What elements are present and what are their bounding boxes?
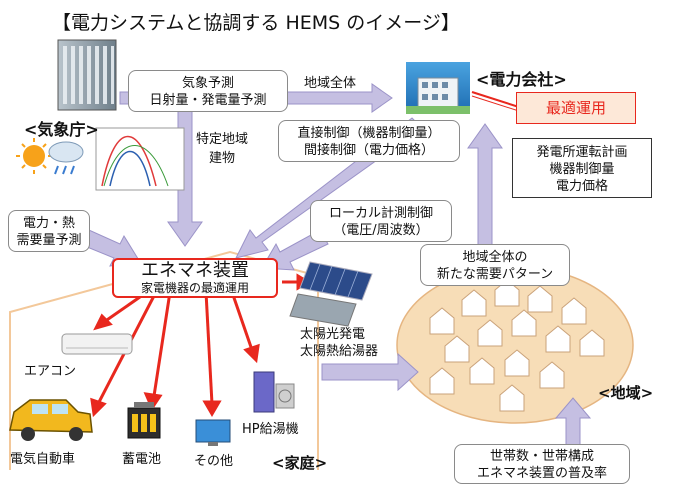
regional-pattern-box: 地域全体の 新たな需要パターン xyxy=(420,244,570,286)
hp-heater-icon xyxy=(253,371,295,413)
weather-icons xyxy=(16,138,84,175)
battery-label: 蓄電池 xyxy=(122,452,162,467)
whole-region-label: 地域全体 xyxy=(304,76,357,91)
region-houses xyxy=(429,279,605,412)
home-label: <家庭> xyxy=(272,454,328,472)
optimal-operation-box: 最適運用 xyxy=(516,92,636,124)
ev-label: 電気自動車 xyxy=(10,452,76,467)
monitor-icon xyxy=(195,419,231,446)
direct-control-box: 直接制御（機器制御量） 間接制御（電力価格） xyxy=(278,120,460,162)
utility-link-line xyxy=(471,91,523,109)
utility-label: <電力会社> xyxy=(476,70,567,89)
page-title: 【電力システムと協調する HEMS のイメージ】 xyxy=(52,12,460,34)
solar-forecast-chart xyxy=(95,127,185,191)
arrow-weather-to-ems xyxy=(167,109,203,247)
solar-label: 太陽光発電 太陽熱給湯器 xyxy=(300,327,379,359)
aircon-label: エアコン xyxy=(24,364,77,379)
utility-building-icon xyxy=(406,62,470,114)
ems-title: エネマネ装置 xyxy=(141,260,249,281)
jma-label: <気象庁> xyxy=(24,120,99,139)
arrow-local-to-ems xyxy=(261,229,329,271)
ems-subtitle: 家電機器の最適運用 xyxy=(140,281,249,295)
home-outline xyxy=(9,250,319,470)
region-label: <地域> xyxy=(598,384,654,402)
arrow-home-to-region xyxy=(321,352,419,392)
plant-plan-box: 発電所運転計画 機器制御量 電力価格 xyxy=(512,138,652,198)
battery-icon xyxy=(127,402,161,439)
solar-panel-icon xyxy=(289,261,373,327)
jma-building-icon xyxy=(57,39,117,111)
aircon-icon xyxy=(61,333,133,355)
demand-forecast-box: 電力・熱 需要量予測 xyxy=(8,210,90,252)
ems-box: エネマネ装置 家電機器の最適運用 xyxy=(112,258,278,298)
specific-region-label: 特定地域 建物 xyxy=(196,132,249,166)
household-stats-box: 世帯数・世帯構成 エネマネ装置の普及率 xyxy=(454,444,630,484)
weather-forecast-box: 気象予測 日射量・発電量予測 xyxy=(128,70,288,112)
local-control-box: ローカル計測制御 （電圧/周波数） xyxy=(310,200,452,242)
arrow-region-to-utility xyxy=(467,123,503,263)
other-label: その他 xyxy=(194,454,234,469)
ev-car-icon xyxy=(9,399,93,441)
hp-label: HP給湯機 xyxy=(242,422,299,437)
